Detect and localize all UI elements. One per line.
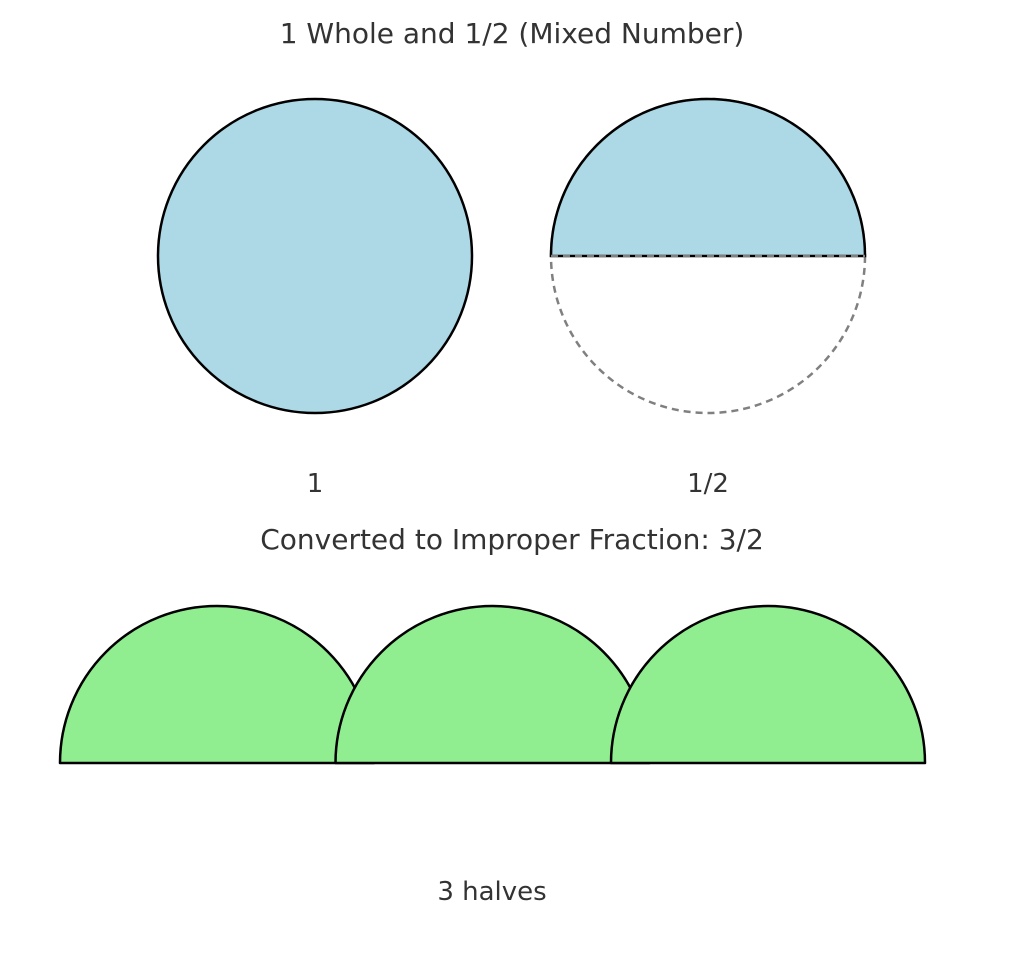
improper-fraction-panel: Converted to Improper Fraction: 3/2 3 ha… [58, 523, 927, 907]
mixed-number-panel: 1 Whole and 1/2 (Mixed Number) 1 1/2 [156, 17, 867, 499]
half-circle [549, 97, 867, 415]
half-piece-2 [334, 604, 651, 765]
half-circle-filled [549, 97, 867, 258]
half-piece-3 [609, 604, 927, 765]
half-piece-1 [58, 604, 376, 765]
improper-fraction-title: Converted to Improper Fraction: 3/2 [260, 523, 764, 556]
halves-caption: 3 halves [437, 877, 546, 907]
half-label: 1/2 [687, 469, 729, 499]
whole-circle [156, 97, 474, 415]
whole-label: 1 [307, 469, 324, 499]
halves-group [58, 604, 927, 765]
mixed-number-title: 1 Whole and 1/2 (Mixed Number) [280, 17, 745, 50]
